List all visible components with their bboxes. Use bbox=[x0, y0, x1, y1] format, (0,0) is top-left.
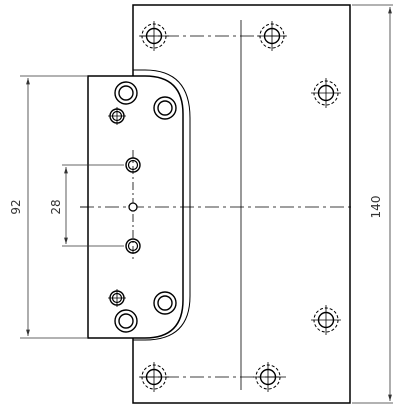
plate-hole-top-right bbox=[256, 20, 288, 52]
dim-140-label: 140 bbox=[369, 196, 383, 219]
dim-28-label: 28 bbox=[49, 199, 63, 214]
dim-92-label: 92 bbox=[9, 199, 23, 214]
hinge-center-point bbox=[128, 202, 138, 212]
plate-hole-bottom-right bbox=[252, 361, 284, 393]
plate-hole-bottom-left bbox=[138, 361, 170, 393]
plate-hole-right-lower bbox=[310, 304, 342, 336]
plate-hole-right-upper bbox=[310, 77, 342, 109]
plate-hole-top-left bbox=[138, 20, 170, 52]
hinge-outer-profile bbox=[133, 69, 191, 341]
